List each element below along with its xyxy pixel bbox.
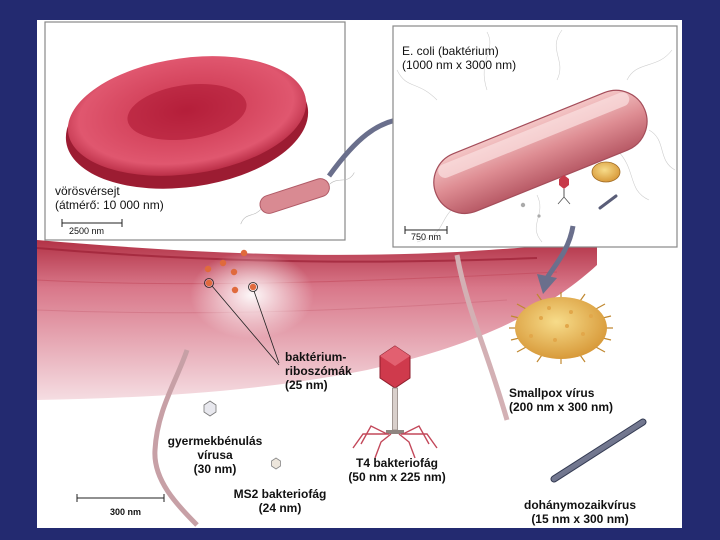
illustration-frame: vörösvérsejt (átmérő: 10 000 nm) 2500 nm… — [37, 20, 682, 528]
rbc-label: vörösvérsejt (átmérő: 10 000 nm) — [55, 184, 164, 212]
tmv-label: dohánymozaikvírus (15 nm x 300 nm) — [519, 498, 641, 526]
ecoli-label-line1: E. coli (baktérium) — [402, 44, 516, 58]
tmv-label-line1: dohánymozaikvírus — [519, 498, 641, 512]
t4-label-line1: T4 bakteriofág — [335, 456, 459, 470]
tmv-label-line2: (15 nm x 300 nm) — [519, 512, 641, 526]
polio-label-line2: vírusa — [155, 448, 275, 462]
polio-label-line3: (30 nm) — [155, 462, 275, 476]
tobacco-mosaic-virus — [554, 422, 643, 479]
rbc-label-line2: (átmérő: 10 000 nm) — [55, 198, 164, 212]
ms2-label-line1: MS2 bakteriofág — [225, 487, 335, 501]
ecoli-label: E. coli (baktérium) (1000 nm x 3000 nm) — [402, 44, 516, 72]
ecoli-scale-label: 750 nm — [411, 232, 441, 242]
ribosome-label: baktérium- riboszómák (25 nm) — [285, 350, 352, 392]
size-comparison-illustration — [37, 20, 682, 528]
ecoli-label-line2: (1000 nm x 3000 nm) — [402, 58, 516, 72]
smallpox-label-line2: (200 nm x 300 nm) — [509, 400, 613, 414]
ribosome-label-line1: baktérium- — [285, 350, 352, 364]
scale-bar-main — [77, 494, 164, 502]
t4-label-line2: (50 nm x 225 nm) — [335, 470, 459, 484]
ribosome-label-line3: (25 nm) — [285, 378, 352, 392]
ms2-label: MS2 bakteriofág (24 nm) — [225, 487, 335, 515]
rbc-scale-label: 2500 nm — [69, 226, 104, 236]
rbc-label-line1: vörösvérsejt — [55, 184, 164, 198]
main-scale-label: 300 nm — [110, 507, 141, 517]
polio-label: gyermekbénulás vírusa (30 nm) — [155, 434, 275, 476]
ribosome-label-line2: riboszómák — [285, 364, 352, 378]
polio-label-line1: gyermekbénulás — [155, 434, 275, 448]
smallpox-label: Smallpox vírus (200 nm x 300 nm) — [509, 386, 613, 414]
ms2-label-line2: (24 nm) — [225, 501, 335, 515]
polio-virus — [204, 401, 216, 416]
smallpox-label-line1: Smallpox vírus — [509, 386, 613, 400]
t4-label: T4 bakteriofág (50 nm x 225 nm) — [335, 456, 459, 484]
